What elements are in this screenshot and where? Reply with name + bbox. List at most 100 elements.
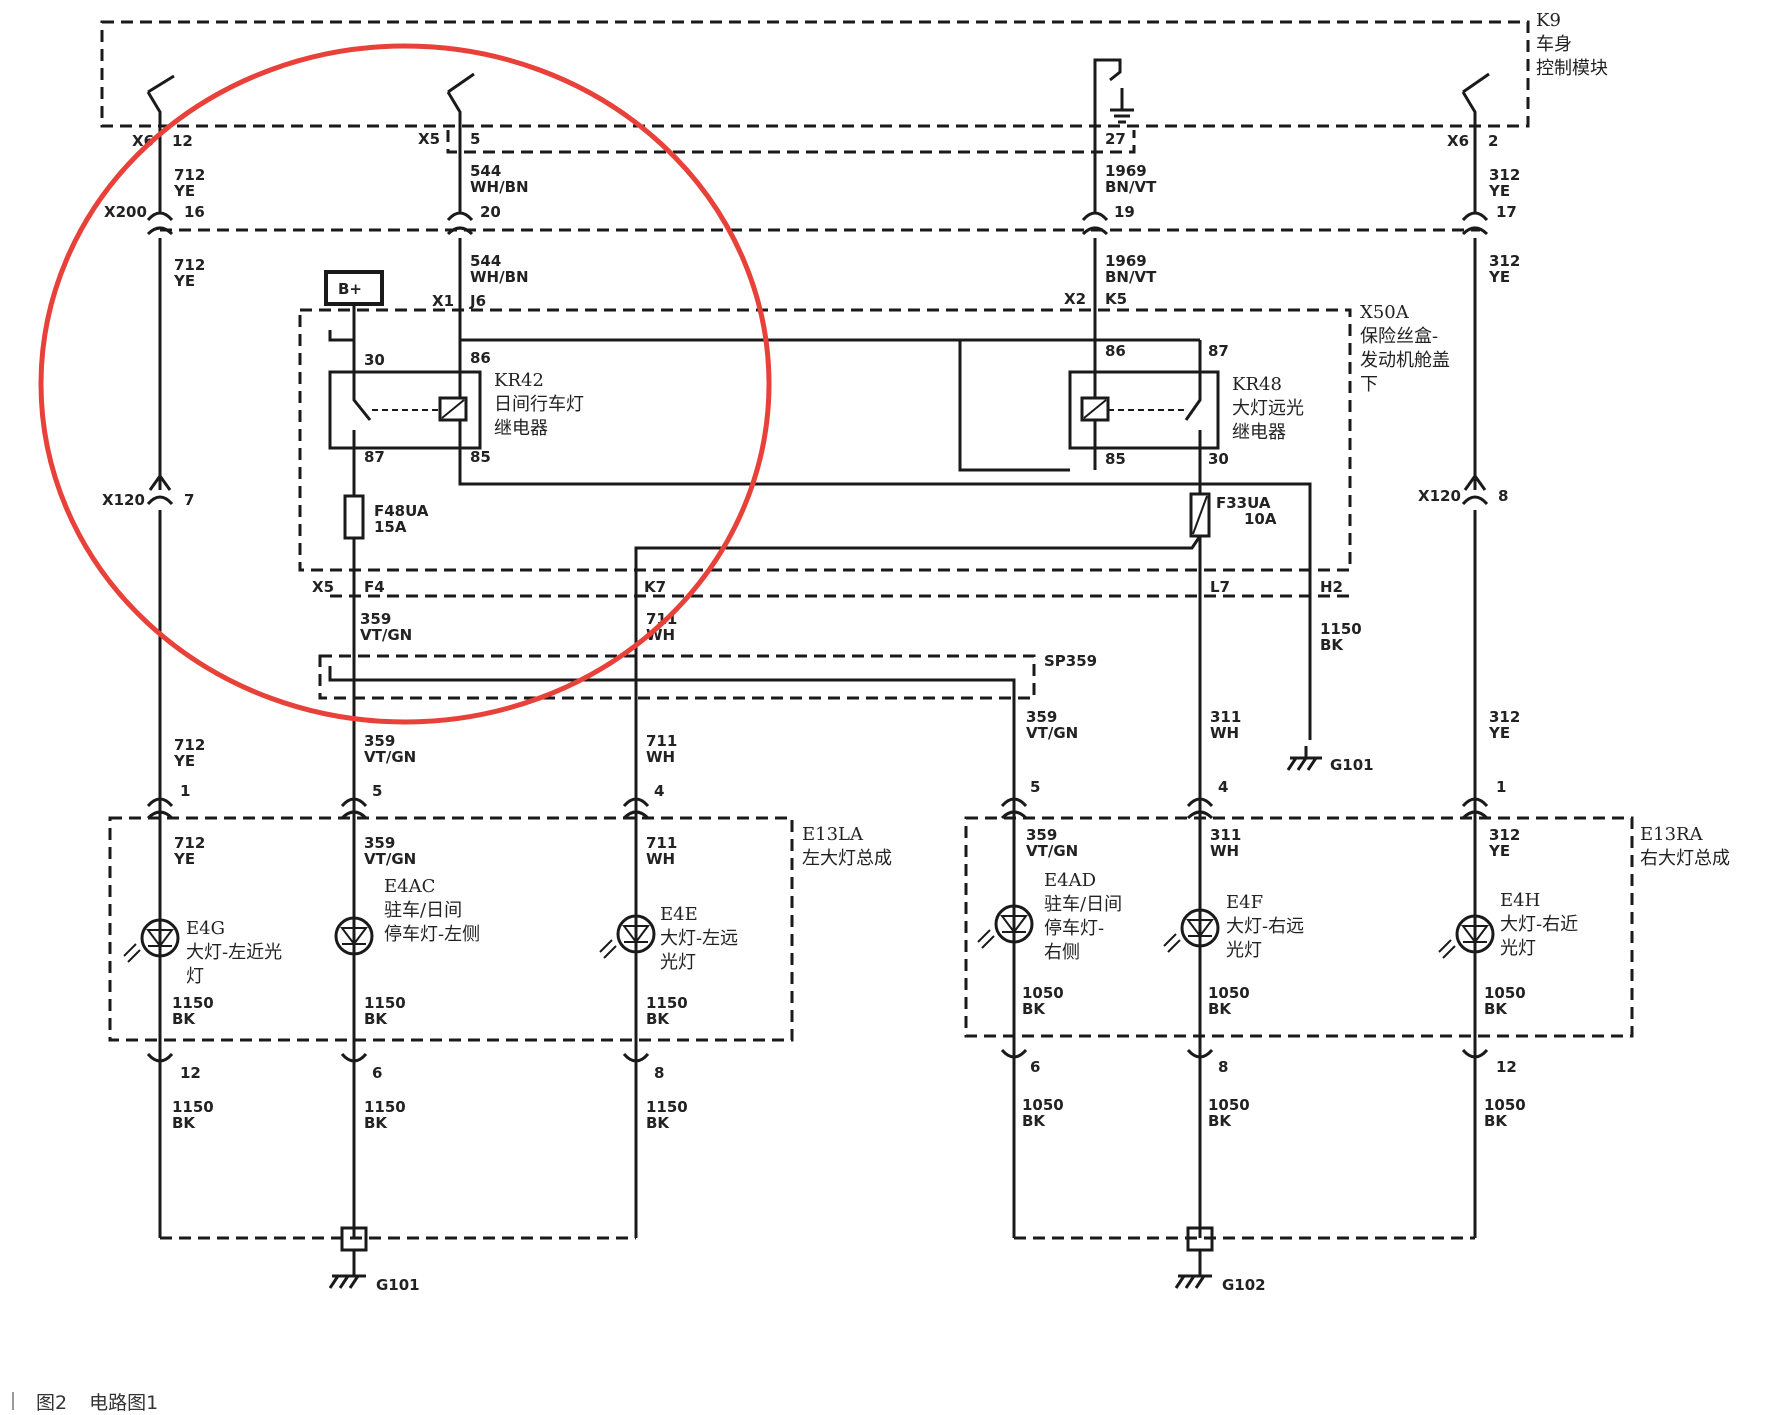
pin-27: 27 — [1105, 130, 1126, 148]
wire-359-num-e: 359 — [1026, 826, 1057, 844]
right-pin-bot-8: 8 — [1218, 1058, 1228, 1076]
e4f-lamp-icon — [1163, 908, 1220, 953]
wire-712-color-c: YE — [173, 752, 195, 770]
wire-311-color-a: WH — [1210, 724, 1239, 742]
g101-label: G101 — [376, 1276, 420, 1294]
e13ra-code: E13RA — [1640, 824, 1704, 845]
wire-1150-color-2: BK — [364, 1010, 388, 1028]
x50a-top-bus — [458, 338, 1202, 472]
e4ac-name-1: 驻车/日间 — [384, 900, 462, 921]
wire-544-num-a: 544 — [470, 162, 501, 180]
wire-1050-color-6: BK — [1484, 1112, 1508, 1130]
wire-1050-color-4: BK — [1022, 1112, 1046, 1130]
e4ad-name-1: 驻车/日间 — [1044, 894, 1122, 915]
right-pin-bot-12: 12 — [1496, 1058, 1517, 1076]
wire-1050-num-2: 1050 — [1208, 984, 1250, 1002]
wire-359-num-d: 359 — [364, 834, 395, 852]
x120-8-pin: 8 — [1498, 487, 1508, 505]
f48ua-rating: 15A — [374, 518, 407, 536]
kr48-code: KR48 — [1232, 374, 1282, 395]
kr42-pin-85: 85 — [470, 448, 491, 466]
e4h-name-1: 大灯-右近 — [1500, 914, 1578, 935]
pin-k7: K7 — [644, 578, 666, 596]
wire-1050-color-3: BK — [1484, 1000, 1508, 1018]
x120-8-conn: X120 — [1418, 487, 1461, 505]
wire-1150-num-2: 1150 — [364, 994, 406, 1012]
wire-359-color-c: VT/GN — [1026, 724, 1078, 742]
e4ad-code: E4AD — [1044, 870, 1096, 891]
kr48-name-1: 大灯远光 — [1232, 398, 1304, 419]
e4e-code: E4E — [660, 904, 698, 925]
kr42-name-1: 日间行车灯 — [494, 394, 584, 415]
k9-name-1: 车身 — [1536, 34, 1572, 55]
kr42-pin-30: 30 — [364, 351, 385, 369]
sp359-bus — [328, 666, 1016, 800]
f48ua-code: F48UA — [374, 502, 429, 520]
e4e-lamp-icon — [599, 914, 656, 959]
kr48-relay-box — [1068, 370, 1220, 450]
x5-f4-conn: X5 — [312, 578, 334, 596]
e13la-name: 左大灯总成 — [802, 848, 892, 869]
kr42-pin-87: 87 — [364, 448, 385, 466]
wire-544-color-b: WH/BN — [470, 268, 529, 286]
f48ua-fuse — [343, 494, 365, 540]
wire-1150-num-5: 1150 — [364, 1098, 406, 1116]
e4g-code: E4G — [186, 918, 225, 939]
e4e-name-2: 光灯 — [660, 952, 696, 973]
wire-1969-num-a: 1969 — [1105, 162, 1147, 180]
x50a-name-3: 下 — [1360, 374, 1378, 395]
x120-connectors — [146, 473, 1489, 506]
x6-2-pin: 2 — [1488, 132, 1498, 150]
x200-pin-20: 20 — [480, 203, 501, 221]
assembly-connector-glyphs — [146, 797, 1489, 1063]
wire-1969-num-b: 1969 — [1105, 252, 1147, 270]
kr48-pin-30: 30 — [1208, 450, 1229, 468]
e4h-name-2: 光灯 — [1500, 938, 1536, 959]
wire-312-num-c: 312 — [1489, 708, 1520, 726]
left-pin-bot-12: 12 — [180, 1064, 201, 1082]
wire-711-color-d: WH — [646, 850, 675, 868]
caption-marker — [12, 1392, 14, 1410]
x120-7-pin: 7 — [184, 491, 194, 509]
left-pin-bot-8: 8 — [654, 1064, 664, 1082]
e13la-code: E13LA — [802, 824, 864, 845]
x1-pin: J6 — [469, 292, 486, 310]
figure-number: 图2 — [36, 1392, 68, 1414]
wire-359-num-a: 359 — [360, 610, 391, 628]
figure-title: 电路图1 — [89, 1392, 159, 1414]
e4ac-lamp-icon — [334, 916, 374, 956]
kr48-pin-87: 87 — [1208, 342, 1229, 360]
sp359-box — [318, 654, 1036, 700]
e13ra-assembly-box — [964, 816, 1634, 1038]
e4h-code: E4H — [1500, 890, 1540, 911]
x50a-code: X50A — [1360, 302, 1410, 323]
wire-1050-num-6: 1050 — [1484, 1096, 1526, 1114]
f33ua-rating: 10A — [1244, 510, 1277, 528]
k9-module-box — [100, 20, 1530, 128]
g101-ground-upper — [1286, 746, 1322, 771]
e4f-name-1: 大灯-右远 — [1226, 916, 1304, 937]
highlight-circle — [38, 43, 772, 725]
kr48-pin-85: 85 — [1105, 450, 1126, 468]
wire-1150-color-6: BK — [646, 1114, 670, 1132]
wire-311-color-b: WH — [1210, 842, 1239, 860]
wire-1150-color-4: BK — [172, 1114, 196, 1132]
e4h-lamp-icon — [1438, 914, 1495, 959]
wire-1050-color-2: BK — [1208, 1000, 1232, 1018]
kr42-pin-86: 86 — [470, 349, 491, 367]
e4e-name-1: 大灯-左远 — [660, 928, 738, 949]
left-pin-top-4: 4 — [654, 782, 664, 800]
wire-712-color-a: YE — [173, 182, 195, 200]
wire-712-num-a: 712 — [174, 166, 205, 184]
wire-1150-num-1: 1150 — [172, 994, 214, 1012]
wire-1969-color-b: BN/VT — [1105, 268, 1157, 286]
x200-conn: X200 — [104, 203, 147, 221]
kr42-relay-box — [328, 370, 482, 450]
wire-312-color-c: YE — [1488, 724, 1510, 742]
x5-5-pin: 5 — [470, 130, 480, 148]
e4ad-lamp-icon — [977, 904, 1034, 949]
wire-311-num-a: 311 — [1210, 708, 1241, 726]
wire-712-num-d: 712 — [174, 834, 205, 852]
wire-312-num-b: 312 — [1489, 252, 1520, 270]
x50a-name-2: 发动机舱盖 — [1360, 350, 1450, 371]
